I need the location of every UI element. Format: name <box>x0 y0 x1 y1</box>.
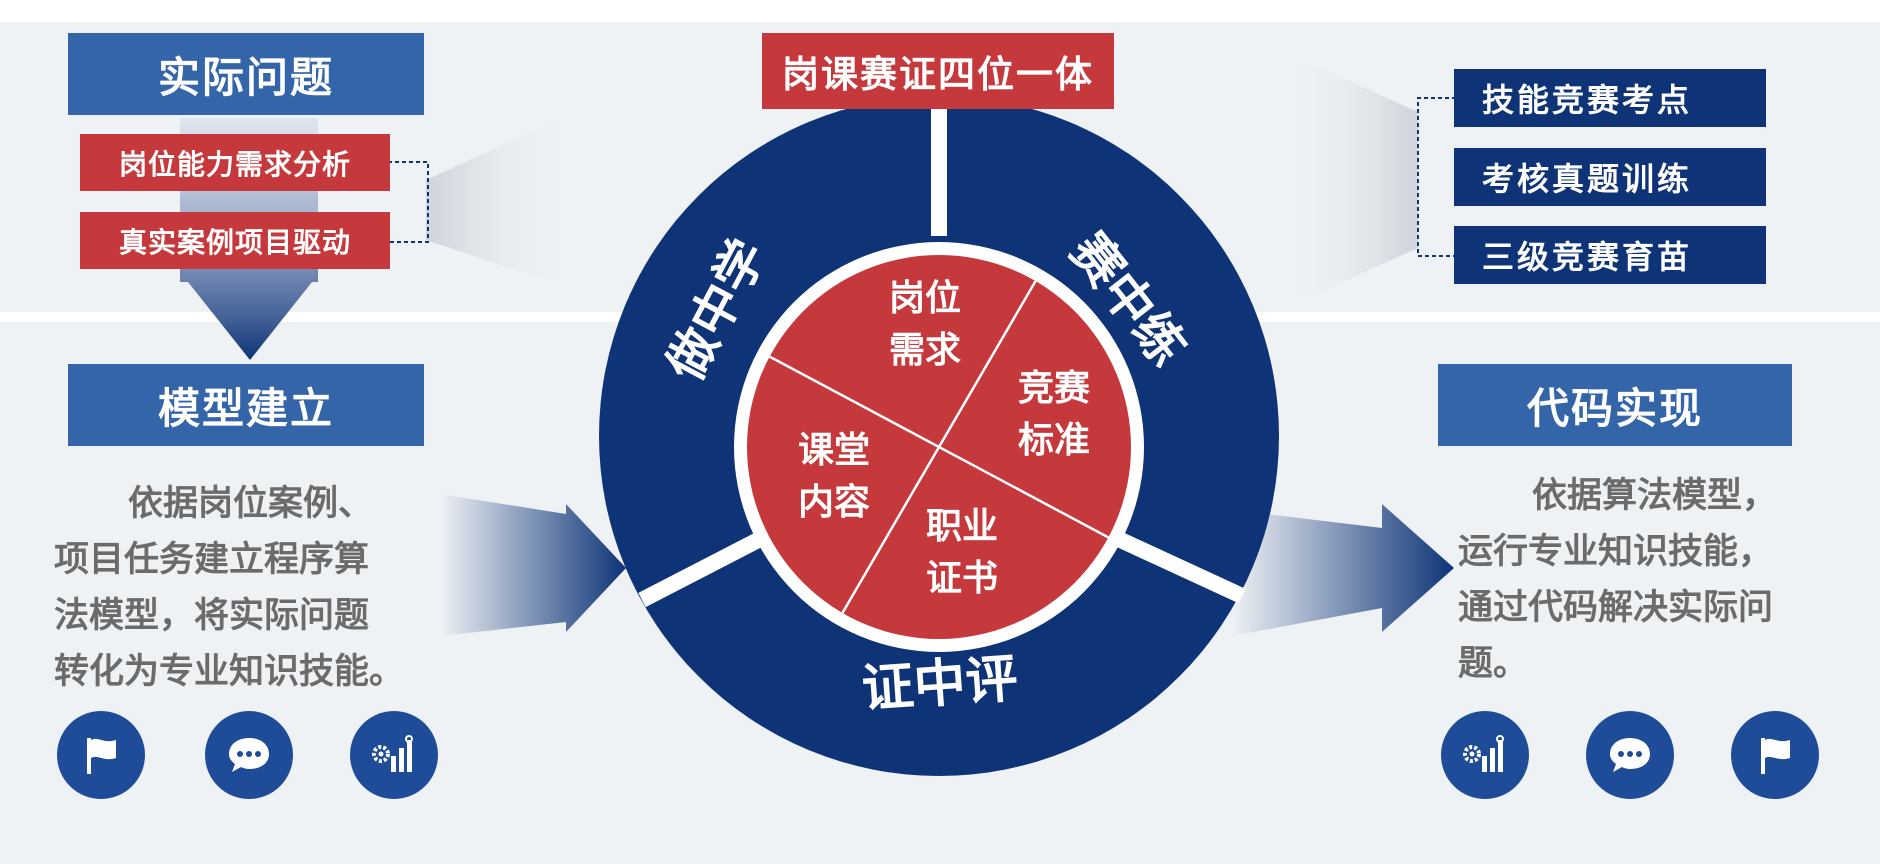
pie-label-top-2: 需求 <box>889 329 961 371</box>
left-paragraph-line: 依据岗位案例、 <box>128 483 374 524</box>
pie-label-bottom-1: 职业 <box>926 505 998 547</box>
right-paragraph-line: 通过代码解决实际问 <box>1458 587 1774 628</box>
right-paragraph-line: 题。 <box>1458 643 1529 684</box>
left-paragraph: 依据岗位案例、 项目任务建立程序算 法模型，将实际问题 转化为专业知识技能。 <box>54 476 434 700</box>
top-title: 岗课赛证四位一体 <box>762 33 1114 109</box>
left-paragraph-line: 转化为专业知识技能。 <box>54 651 405 692</box>
left-paragraph-line: 法模型，将实际问题 <box>54 595 370 636</box>
right-paragraph-line: 依据算法模型， <box>1532 475 1778 516</box>
left-title-problem: 实际问题 <box>68 33 424 115</box>
right-title-code: 代码实现 <box>1438 364 1792 446</box>
gear-chart-icon <box>1441 711 1529 799</box>
left-bracket <box>388 161 429 243</box>
chat-icon <box>1586 711 1674 799</box>
ring-divider-left <box>638 528 770 608</box>
ring-to-right-arrow <box>1232 504 1454 636</box>
ring-label-bottom: 证中评 <box>860 648 1020 720</box>
left-connector-fade <box>426 112 575 290</box>
left-to-ring-arrow <box>440 494 626 636</box>
right-connector-fade <box>1280 50 1418 310</box>
left-tag-1: 岗位能力需求分析 <box>80 134 390 191</box>
right-tag-3: 三级竞赛育苗 <box>1454 226 1766 284</box>
pie-label-left-2: 内容 <box>798 481 870 523</box>
pie-dividers <box>747 269 1131 625</box>
pie-label-right-2: 标准 <box>1018 419 1090 461</box>
pie-label-left-1: 课堂 <box>798 429 870 471</box>
left-tag-2: 真实案例项目驱动 <box>80 212 390 269</box>
left-paragraph-line: 项目任务建立程序算 <box>54 539 370 580</box>
left-title-model: 模型建立 <box>68 364 424 446</box>
pie-label-top-1: 岗位 <box>889 277 961 319</box>
right-paragraph: 依据算法模型， 运行专业知识技能， 通过代码解决实际问 题。 <box>1458 468 1818 692</box>
right-tag-1: 技能竞赛考点 <box>1454 69 1766 127</box>
flag-icon <box>1731 711 1819 799</box>
pie-label-right-1: 竞赛 <box>1018 367 1091 409</box>
right-paragraph-line: 运行专业知识技能， <box>1458 531 1774 572</box>
flag-icon <box>57 711 145 799</box>
chat-icon <box>205 711 293 799</box>
ring-divider-right <box>1108 528 1246 604</box>
pie-divider-b <box>747 342 1131 552</box>
right-tag-2: 考核真题训练 <box>1454 148 1766 206</box>
gear-chart-icon <box>350 711 438 799</box>
pie-label-bottom-2: 证书 <box>926 557 998 599</box>
